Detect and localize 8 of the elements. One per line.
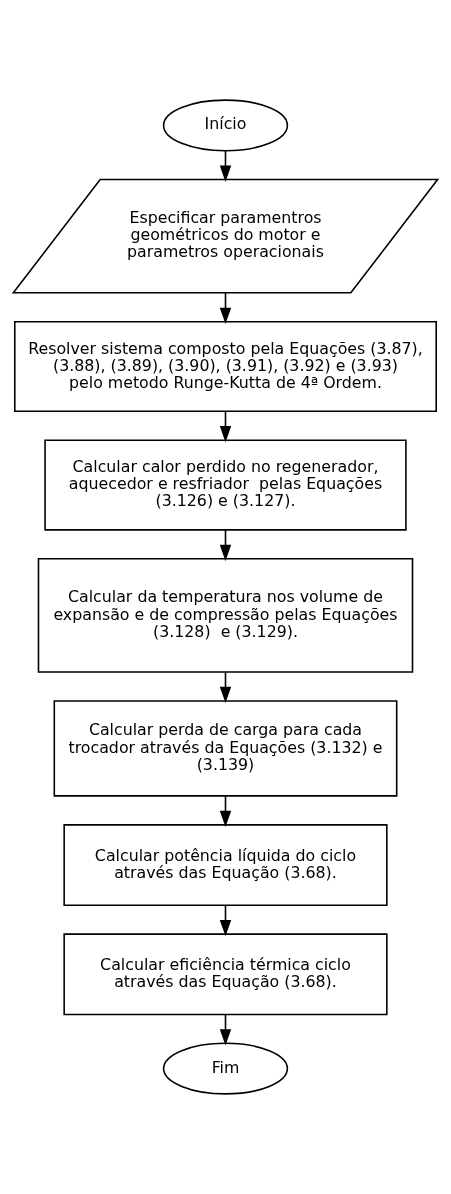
node-box: Calcular da temperatura nos volume de expansão e de compressão pelas Equações (3.128) e (3.129). xyxy=(37,558,414,673)
node-box: Calcular perda de carga para cada trocador através da Equações (3.132) e (3.139) xyxy=(53,700,398,797)
node-box: Resolver sistema composto pela Equações (3.87), (3.88), (3.89), (3.90), (3.91), (3.92) e (3.93) pelo metodo Runge-Kutta de 4ª Ordem. xyxy=(14,320,437,413)
node-ellipse: Início xyxy=(162,99,289,152)
node-box: Calcular potência líquida do ciclo através das Equação (3.68). xyxy=(63,824,388,906)
node-box: Calcular calor perdido no regenerador, aquecedor e resfriador pelas Equações (3.126) e (3.127). xyxy=(44,439,407,531)
node-ellipse: Fim xyxy=(162,1042,289,1095)
node-box: Calcular eficiência térmica ciclo através das Equação (3.68). xyxy=(63,933,388,1016)
